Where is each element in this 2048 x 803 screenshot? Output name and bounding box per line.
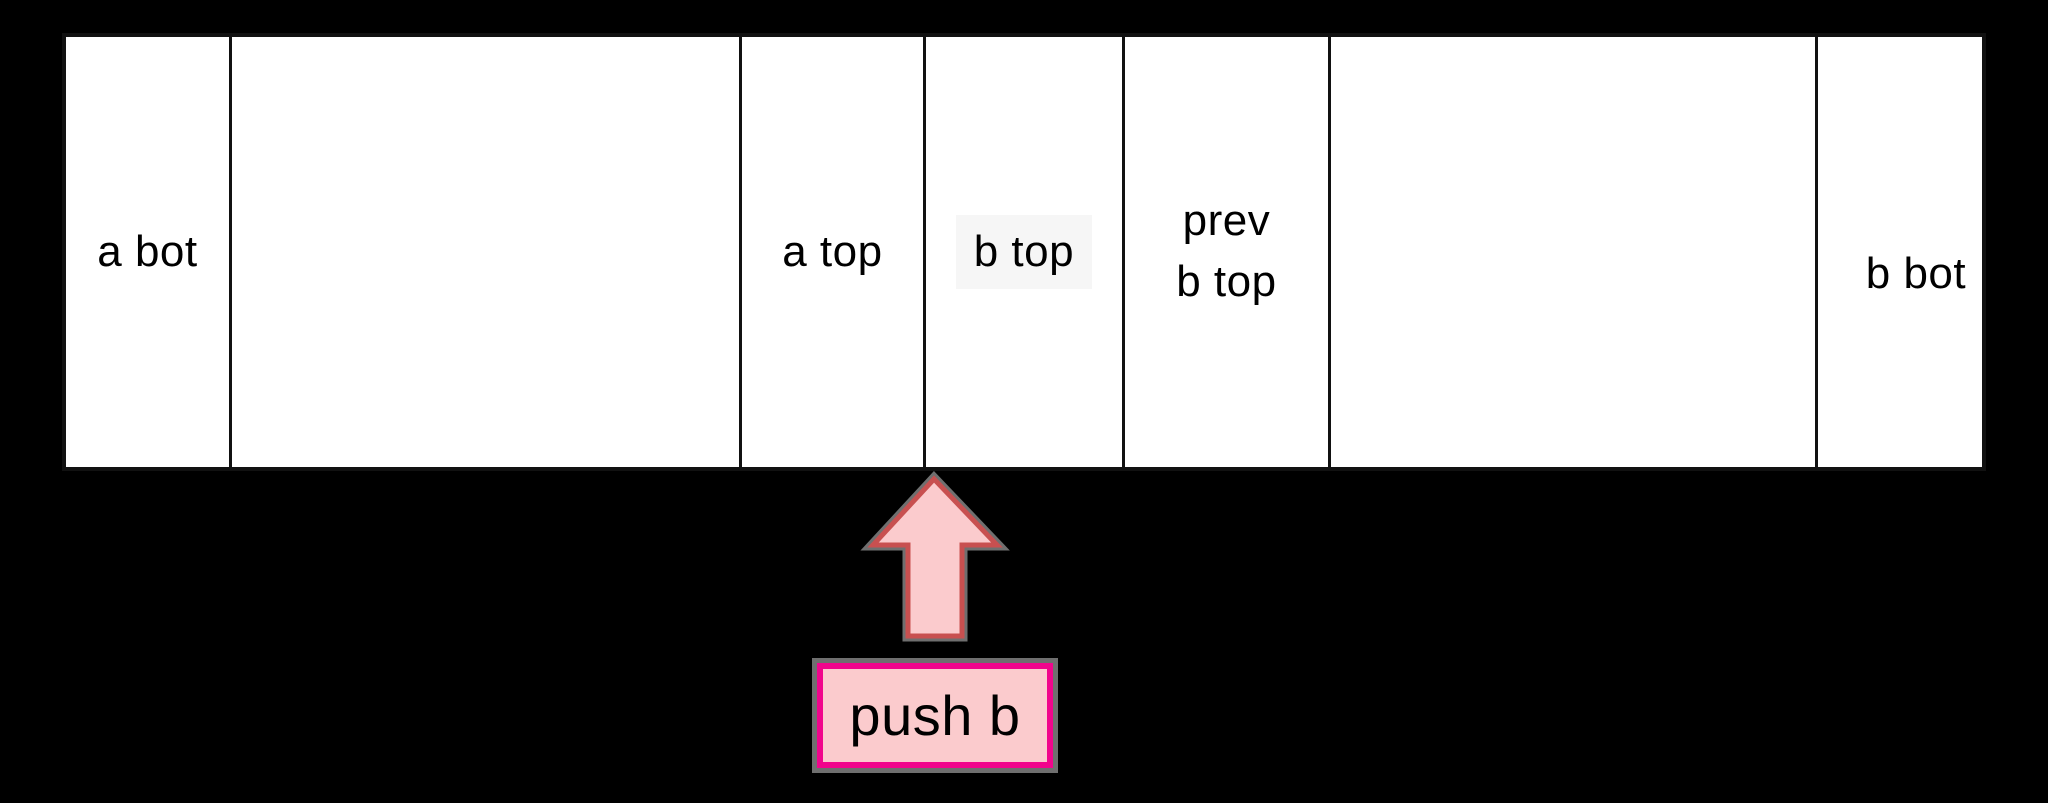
up-arrow-icon (860, 470, 1010, 642)
cell-label-prev-b-top: prev b top (1176, 191, 1276, 312)
b-top-line: b top (1176, 257, 1277, 306)
cell-label-b-bot: b bot (1865, 249, 1967, 298)
prev-line: prev (1182, 196, 1271, 246)
cell-b-top: b top (926, 37, 1125, 467)
cell-b-bot: b bot (1818, 37, 1982, 467)
cell-empty-right (1331, 37, 1818, 467)
cell-label-a-bot: a bot (97, 227, 198, 276)
stack-memory-bar: a bot a top b top prev b top b bot (62, 33, 1986, 471)
cell-a-top: a top (742, 37, 926, 467)
push-b-button[interactable]: push b (812, 658, 1058, 773)
cell-label-a-top: a top (782, 227, 883, 276)
cell-prev-b-top: prev b top (1125, 37, 1331, 467)
cell-label-b-top: b top (955, 215, 1093, 289)
push-b-button-label: push b (849, 684, 1021, 747)
cell-empty-left (232, 37, 742, 467)
cell-a-bot: a bot (66, 37, 232, 467)
